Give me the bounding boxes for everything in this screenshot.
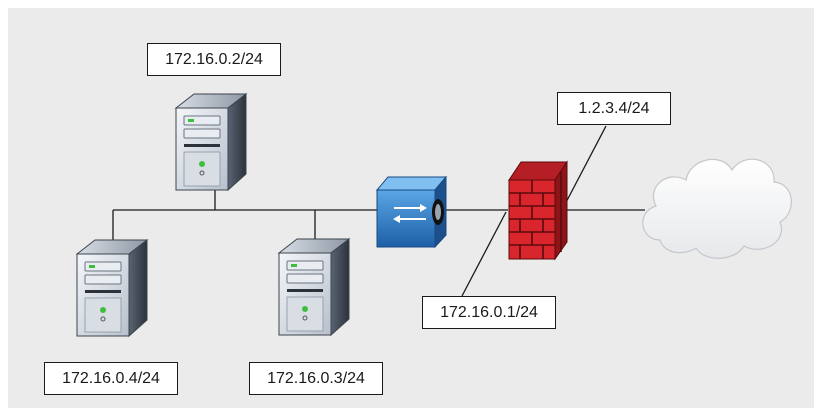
ip-label-server-left: 172.16.0.4/24 (44, 362, 178, 395)
switch-icon (375, 175, 448, 249)
server-icon (278, 238, 350, 336)
ip-label-firewall-outside: 1.2.3.4/24 (557, 92, 671, 125)
server-icon (175, 93, 247, 191)
ip-label-server-mid: 172.16.0.3/24 (249, 362, 383, 395)
ip-label-firewall-inside: 172.16.0.1/24 (422, 296, 556, 329)
firewall-icon (508, 160, 568, 261)
ip-label-server-top: 172.16.0.2/24 (147, 43, 281, 76)
cloud-icon (642, 158, 792, 259)
server-icon (76, 239, 148, 337)
